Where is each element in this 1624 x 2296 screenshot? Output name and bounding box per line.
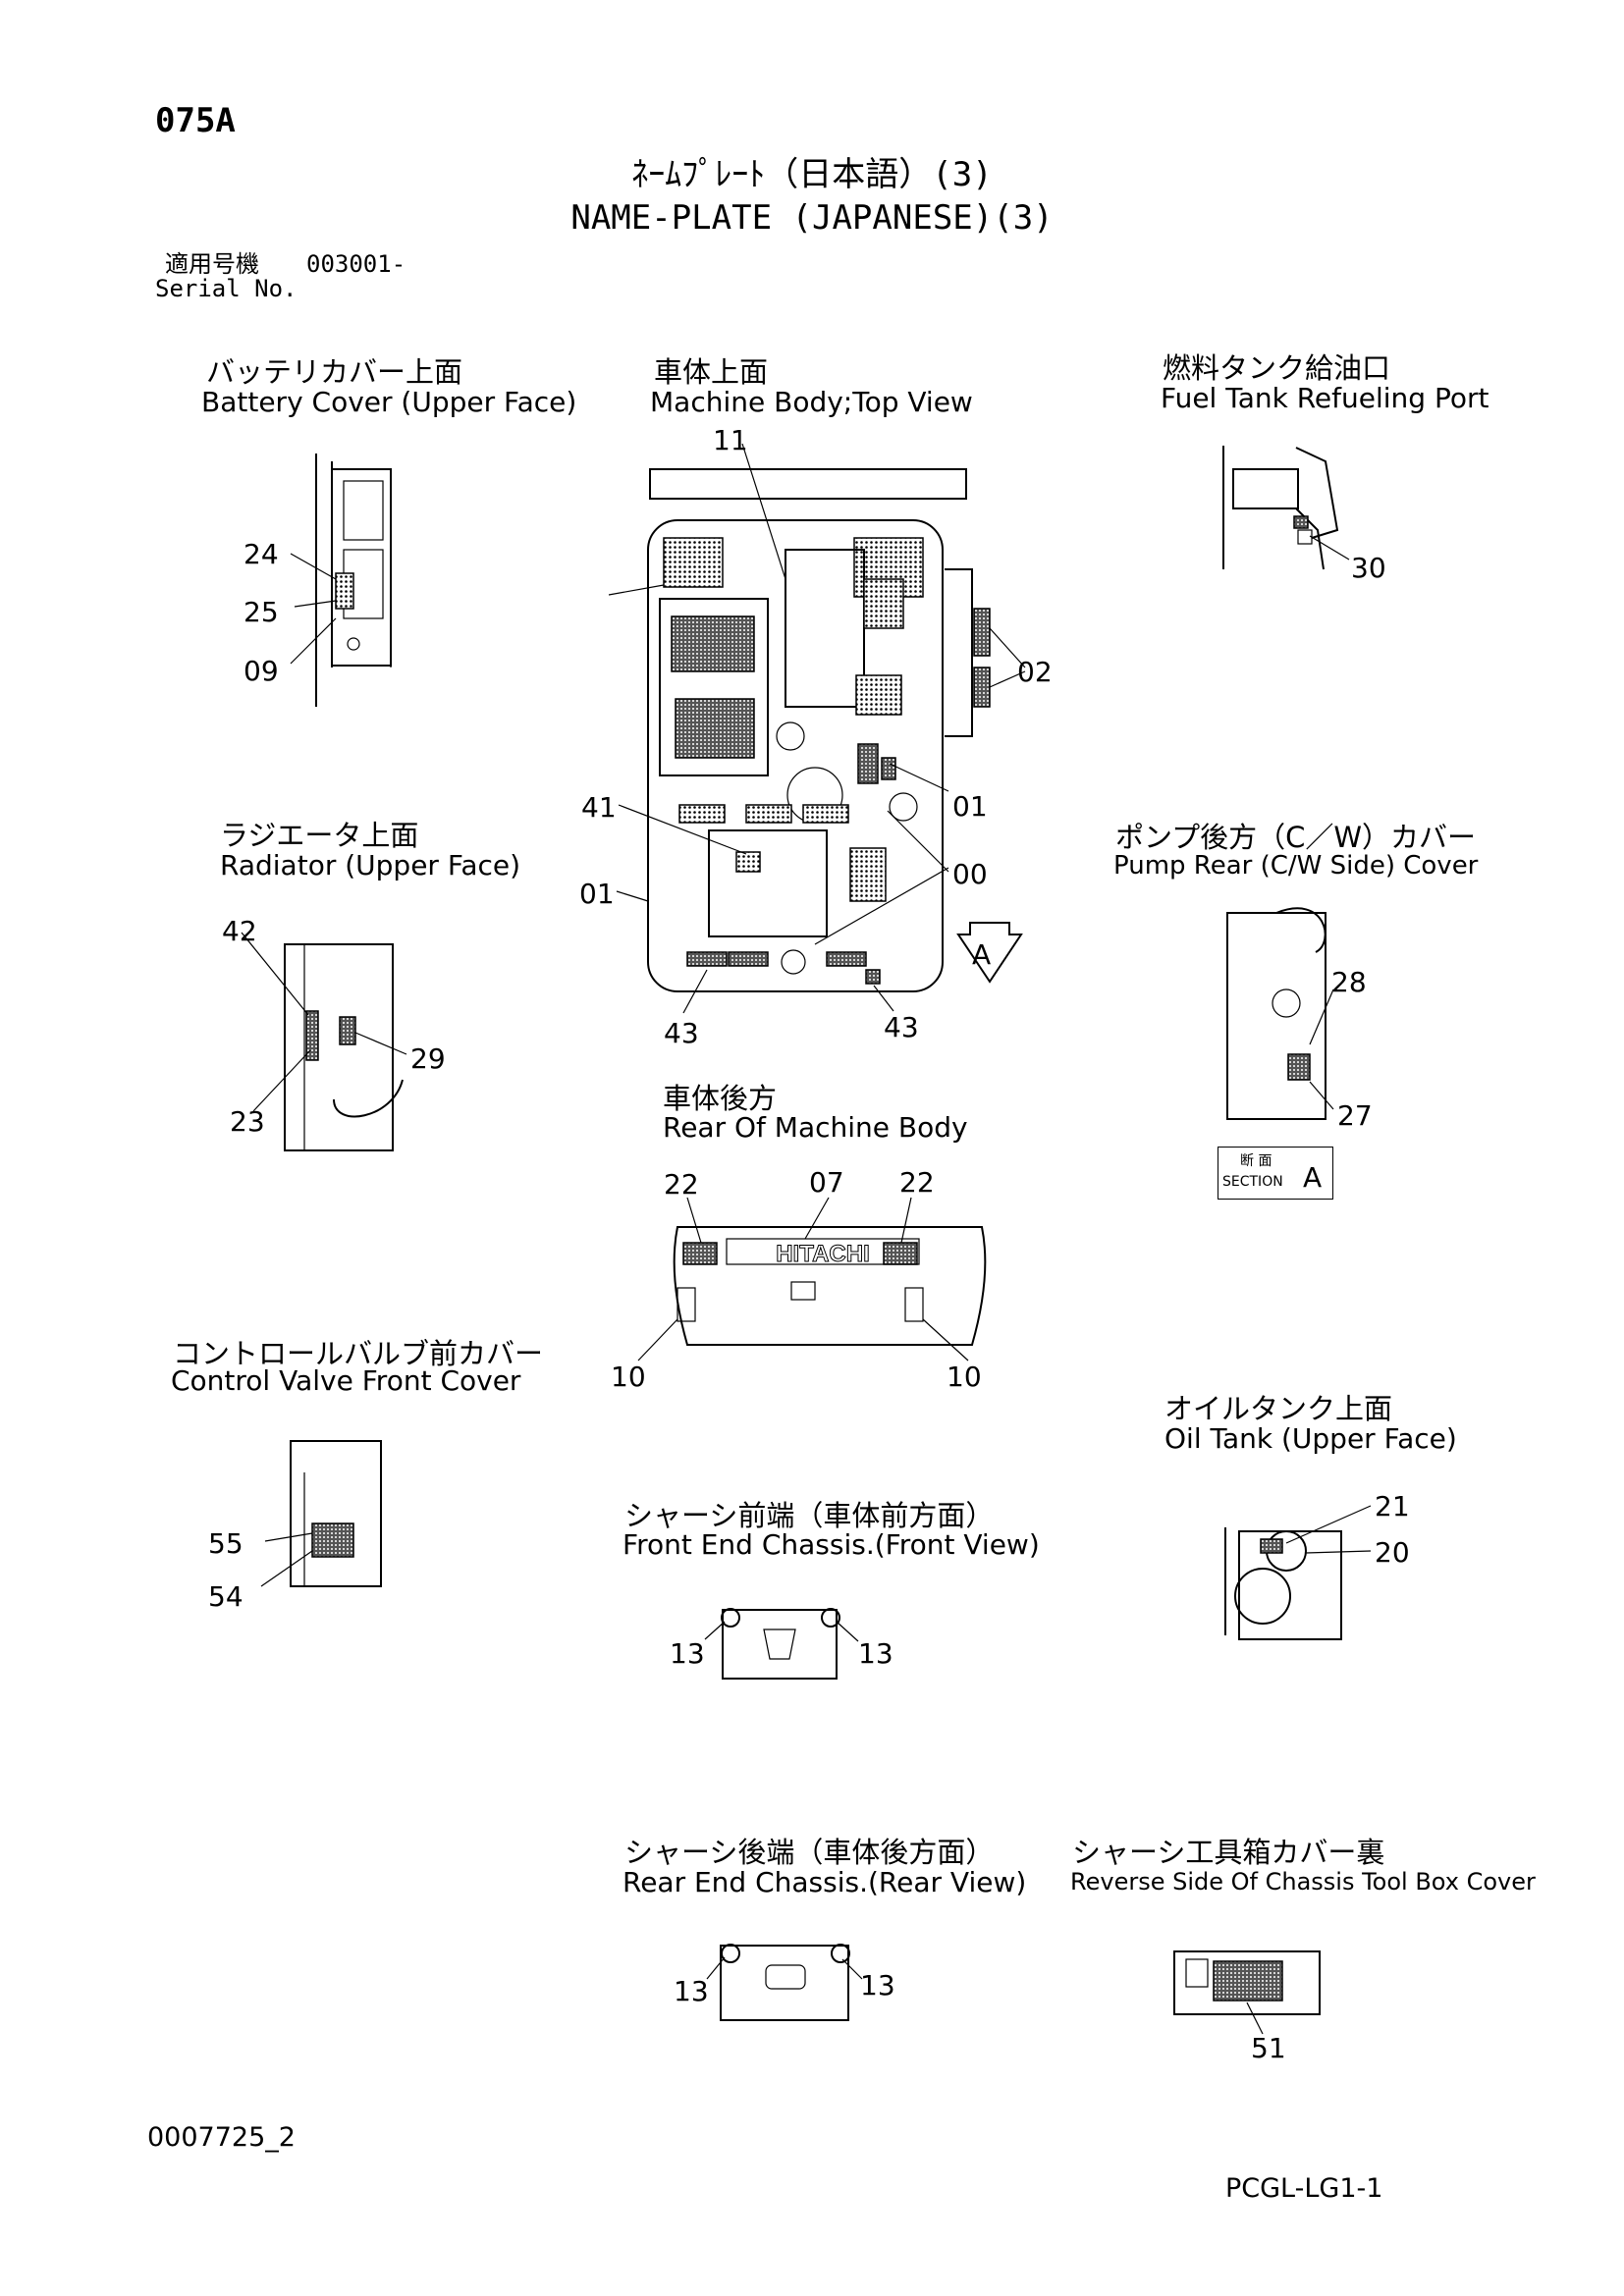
radiator-drawing bbox=[241, 932, 407, 1151]
callout-number: 25 bbox=[244, 596, 279, 628]
callout-number: 00 bbox=[952, 858, 988, 890]
callout-number: 24 bbox=[244, 538, 279, 570]
rear-body-label-en: Rear Of Machine Body bbox=[663, 1111, 968, 1144]
rear-chassis-label-jp: シャーシ後端（車体後方面） bbox=[624, 1836, 995, 1869]
callout-number: 43 bbox=[884, 1011, 919, 1043]
fuel-tank-label-en: Fuel Tank Refueling Port bbox=[1161, 382, 1489, 414]
oil-tank-drawing bbox=[1224, 1505, 1372, 1640]
callout-number: 22 bbox=[664, 1168, 699, 1201]
callout-number: 13 bbox=[860, 1969, 895, 2002]
callout-number: 10 bbox=[947, 1361, 982, 1393]
oil-tank-label-jp: オイルタンク上面 bbox=[1164, 1392, 1393, 1425]
control-valve-drawing bbox=[260, 1440, 382, 1587]
pump-rear-label-en: Pump Rear (C/W Side) Cover bbox=[1113, 851, 1479, 881]
callout-number: 10 bbox=[611, 1361, 646, 1393]
callout-number: 41 bbox=[581, 791, 617, 824]
control-valve-label-jp: コントロールバルブ前カバー bbox=[173, 1337, 544, 1370]
callout-number: 13 bbox=[858, 1637, 893, 1670]
serial-label-jp: 適用号機 bbox=[165, 250, 259, 278]
radiator-label-jp: ラジエータ上面 bbox=[220, 819, 419, 852]
callout-number: 27 bbox=[1337, 1099, 1373, 1132]
front-chassis-label-jp: シャーシ前端（車体前方面） bbox=[624, 1499, 995, 1532]
callout-number: 21 bbox=[1375, 1490, 1410, 1522]
pump-rear-drawing bbox=[1226, 907, 1334, 1120]
page-reference: PCGL-LG1-1 bbox=[1225, 2173, 1383, 2204]
callout-number: 29 bbox=[410, 1042, 446, 1075]
callout-number: 55 bbox=[208, 1527, 244, 1560]
control-valve-label-en: Control Valve Front Cover bbox=[171, 1364, 521, 1397]
callout-number: 22 bbox=[899, 1166, 935, 1199]
machine-body-label-en: Machine Body;Top View bbox=[650, 386, 973, 418]
pump-rear-label-jp: ポンプ後方（C／W）カバー bbox=[1115, 821, 1477, 854]
rear-chassis-drawing bbox=[706, 1944, 863, 2021]
toolbox-label-en: Reverse Side Of Chassis Tool Box Cover bbox=[1070, 1868, 1536, 1896]
callout-number: 30 bbox=[1351, 552, 1386, 584]
part-code: 075A bbox=[155, 101, 236, 140]
callout-number: 13 bbox=[674, 1975, 709, 2007]
rear-body-drawing bbox=[637, 1197, 987, 1362]
title-japanese: ﾈｰﾑﾌﾟﾚｰﾄ（日本語）(3) bbox=[631, 155, 993, 194]
section-label-jp: 断 面 bbox=[1240, 1153, 1272, 1169]
fuel-tank-drawing bbox=[1222, 446, 1350, 570]
toolbox-drawing bbox=[1173, 1950, 1321, 2035]
callout-number: 43 bbox=[664, 1017, 699, 1049]
battery-cover-label-jp: バッテリカバー上面 bbox=[206, 355, 463, 389]
callout-number: 28 bbox=[1331, 966, 1367, 998]
callout-number: 42 bbox=[222, 915, 257, 947]
machine-body-drawing bbox=[608, 443, 1026, 1014]
front-chassis-drawing bbox=[704, 1608, 859, 1680]
oil-tank-label-en: Oil Tank (Upper Face) bbox=[1164, 1422, 1457, 1455]
toolbox-label-jp: シャーシ工具箱カバー裏 bbox=[1072, 1836, 1385, 1869]
title-english: NAME-PLATE (JAPANESE)(3) bbox=[570, 198, 1054, 238]
callout-number: 11 bbox=[713, 424, 748, 456]
callout-number: 07 bbox=[809, 1166, 844, 1199]
callout-number: 54 bbox=[208, 1580, 244, 1613]
callout-number: 51 bbox=[1251, 2032, 1286, 2064]
battery-cover-drawing bbox=[290, 454, 392, 707]
battery-cover-label-en: Battery Cover (Upper Face) bbox=[201, 386, 577, 418]
machine-body-label-jp: 車体上面 bbox=[654, 355, 769, 389]
callout-number: 23 bbox=[230, 1105, 265, 1138]
callout-number: 01 bbox=[952, 790, 988, 823]
rear-body-label-jp: 車体後方 bbox=[663, 1082, 778, 1115]
section-letter: A bbox=[1303, 1161, 1323, 1194]
drawing-number: 0007725_2 bbox=[147, 2122, 296, 2153]
callout-number: 09 bbox=[244, 655, 279, 687]
front-chassis-label-en: Front End Chassis.(Front View) bbox=[623, 1528, 1040, 1561]
hitachi-logo: HITACHI bbox=[776, 1241, 870, 1267]
section-box: 断 面 SECTION A bbox=[1218, 1147, 1333, 1200]
radiator-label-en: Radiator (Upper Face) bbox=[220, 849, 521, 881]
serial-value: 003001- bbox=[306, 250, 406, 278]
callout-number: 20 bbox=[1375, 1536, 1410, 1569]
rear-chassis-label-en: Rear End Chassis.(Rear View) bbox=[623, 1866, 1027, 1898]
callout-number: 01 bbox=[579, 878, 615, 910]
fuel-tank-label-jp: 燃料タンク給油口 bbox=[1163, 351, 1391, 385]
serial-label-en: Serial No. bbox=[155, 275, 298, 302]
section-label-en: SECTION bbox=[1222, 1174, 1283, 1190]
callout-number: 13 bbox=[670, 1637, 705, 1670]
